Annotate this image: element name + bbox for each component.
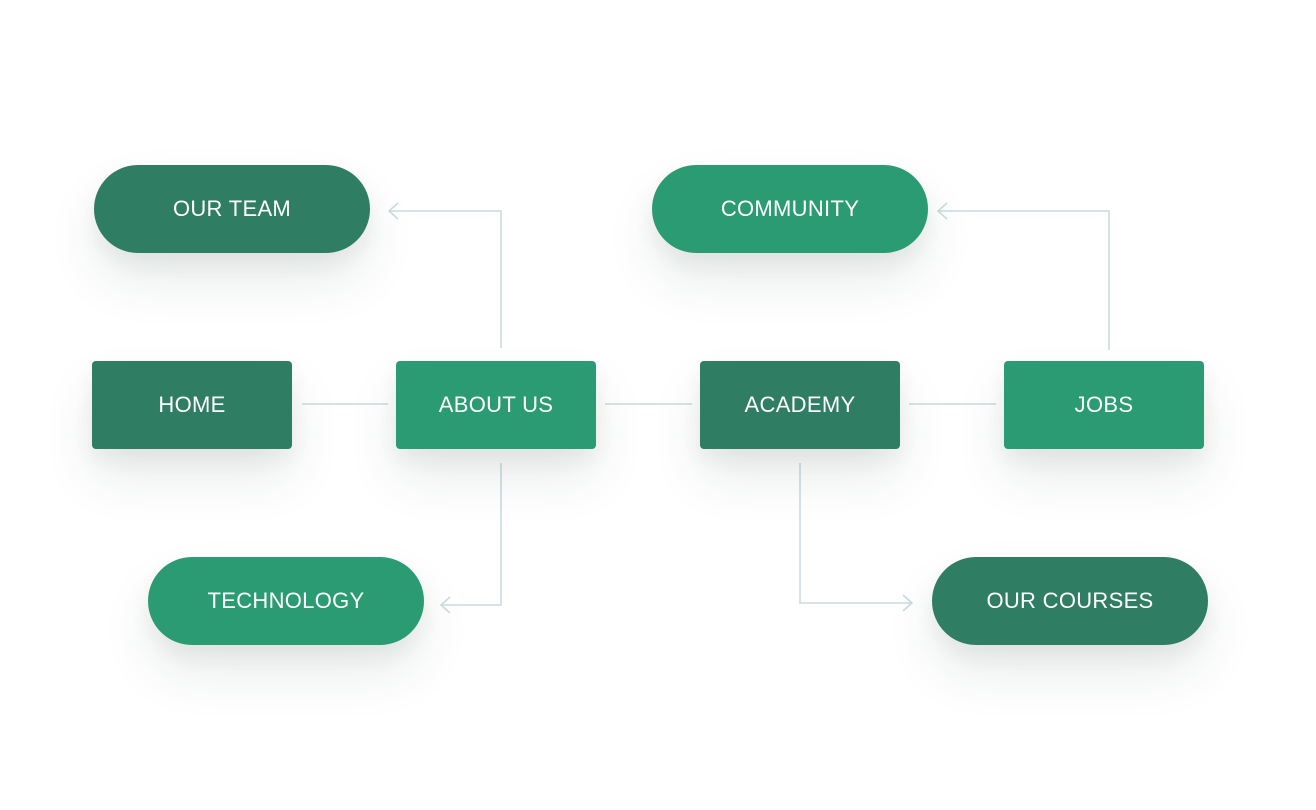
arrowhead-ourteam [387, 202, 399, 220]
node-jobs-label: JOBS [1074, 392, 1134, 417]
node-home[interactable]: HOME [92, 361, 292, 449]
node-our-courses-label: OUR COURSES [986, 588, 1154, 613]
arrowhead-ourcourses [902, 594, 914, 612]
node-jobs[interactable]: JOBS [1004, 361, 1204, 449]
arrowhead-technology [439, 596, 451, 614]
node-about-us-label: ABOUT US [438, 392, 554, 417]
connector-jobs-community [938, 210, 1110, 350]
node-our-team-label: OUR TEAM [172, 196, 292, 221]
node-about-us[interactable]: ABOUT US [396, 361, 596, 449]
node-our-team[interactable]: OUR TEAM [94, 165, 370, 253]
node-technology[interactable]: TECHNOLOGY [148, 557, 424, 645]
connector-academy-ourcourses [799, 463, 912, 604]
node-home-label: HOME [158, 392, 226, 417]
node-community-label: COMMUNITY [720, 196, 860, 221]
node-technology-label: TECHNOLOGY [207, 588, 365, 613]
node-community[interactable]: COMMUNITY [652, 165, 928, 253]
node-academy[interactable]: ACADEMY [700, 361, 900, 449]
arrowhead-community [936, 202, 948, 220]
connector-about-ourteam [389, 210, 502, 348]
node-our-courses[interactable]: OUR COURSES [932, 557, 1208, 645]
node-academy-label: ACADEMY [744, 392, 856, 417]
connector-about-technology [441, 463, 502, 606]
